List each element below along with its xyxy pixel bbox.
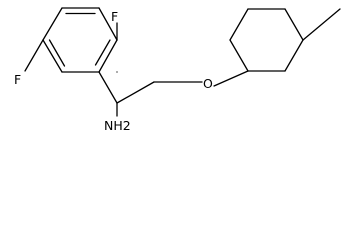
atom-label-nh2: NH2: [104, 118, 131, 133]
bond-to-f-left: [24, 39, 44, 72]
cyclohexane-bond: [284, 8, 304, 41]
ring-double-bond: [48, 39, 66, 67]
cyclohexane-bond: [229, 39, 249, 72]
bond-o-to-cyclohexyl: [213, 70, 249, 87]
atom-label-o: O: [203, 76, 213, 91]
bond-to-methyl: [302, 8, 341, 41]
structure-diagram: F F NH2 O: [14, 7, 341, 133]
bond-ring-to-ch: [98, 71, 118, 104]
ring-bond: [42, 39, 63, 73]
ring-double-bond: [94, 39, 111, 66]
ring-bond: [98, 39, 118, 73]
atom-label-f-left: F: [14, 72, 21, 87]
bond-ch-to-ch2: [116, 81, 155, 104]
atom-label-f-top: F: [111, 9, 118, 24]
cyclohexane-bond: [284, 39, 304, 72]
ring-bond: [42, 7, 63, 41]
ring-bond: [98, 7, 118, 41]
cyclohexane-bond: [229, 8, 249, 41]
